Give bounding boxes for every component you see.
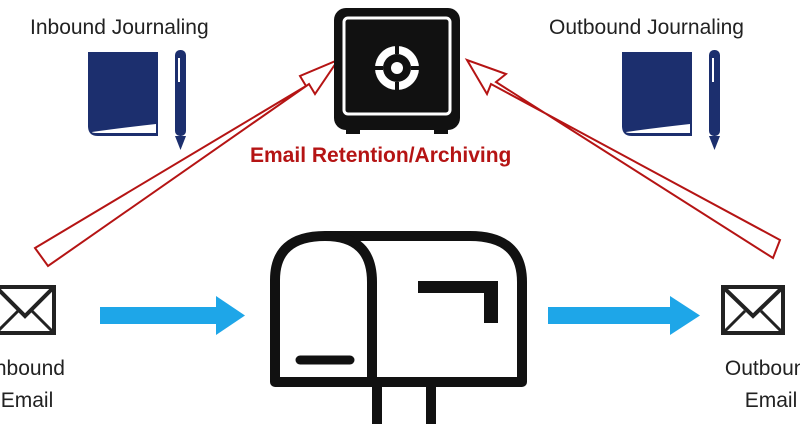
envelope-icon xyxy=(721,285,785,335)
inbound-email-label: Inbound Email xyxy=(0,353,92,417)
outbound-email-label: Outbound Email xyxy=(706,353,800,417)
envelope-icon xyxy=(0,285,56,335)
outbound-journaling-label: Outbound Journaling xyxy=(549,16,744,39)
inbound-journaling-label: Inbound Journaling xyxy=(30,16,209,39)
flow-arrow-in xyxy=(100,296,245,335)
inbound-email-line2: Email xyxy=(0,389,54,412)
inbound-email-line1: Inbound xyxy=(0,357,65,380)
outbound-email-line1: Outbound xyxy=(724,357,800,380)
flow-arrow-out xyxy=(548,296,700,335)
safe-icon xyxy=(334,8,460,134)
journal-pen-icon xyxy=(88,50,186,150)
outbound-email-line2: Email xyxy=(744,389,798,412)
archiving-label: Email Retention/Archiving xyxy=(250,144,512,167)
mailbox-icon xyxy=(270,231,527,424)
journal-pen-icon xyxy=(622,50,720,150)
journal-arrow-inbound xyxy=(33,57,341,268)
journal-arrow-outbound xyxy=(464,58,782,260)
